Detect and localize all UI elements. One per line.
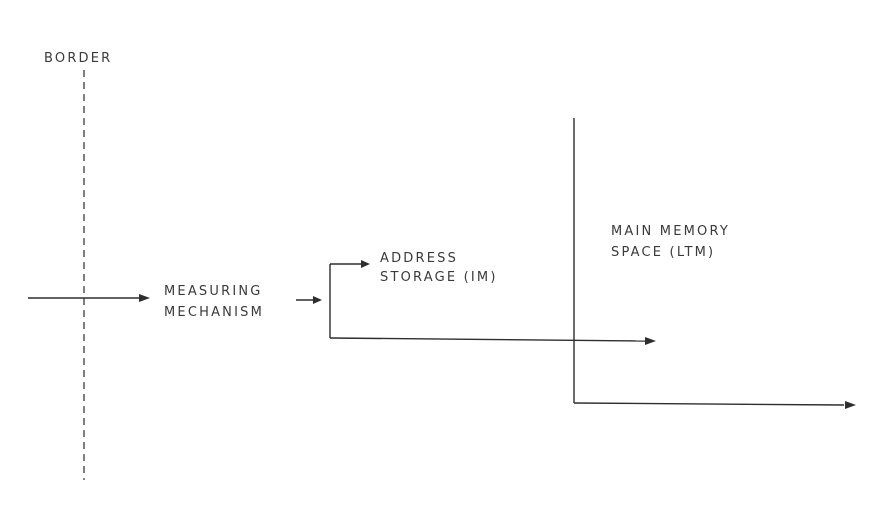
address-storage-arrow — [330, 260, 370, 268]
main-memory-arrow — [329, 337, 656, 345]
border-label: BORDER — [44, 51, 112, 66]
main-memory-label-line2: SPACE (LTM) — [611, 245, 715, 260]
measuring-label-line1: MEASURING — [164, 284, 263, 299]
main-memory-output-arrow — [573, 401, 856, 409]
measuring-output-arrow — [296, 296, 322, 304]
input-arrow — [28, 294, 150, 302]
measuring-label-line2: MECHANISM — [164, 305, 264, 320]
address-label-line2: STORAGE (IM) — [380, 270, 498, 285]
address-label-line1: ADDRESS — [380, 251, 458, 266]
main-memory-label-line1: MAIN MEMORY — [611, 224, 730, 239]
